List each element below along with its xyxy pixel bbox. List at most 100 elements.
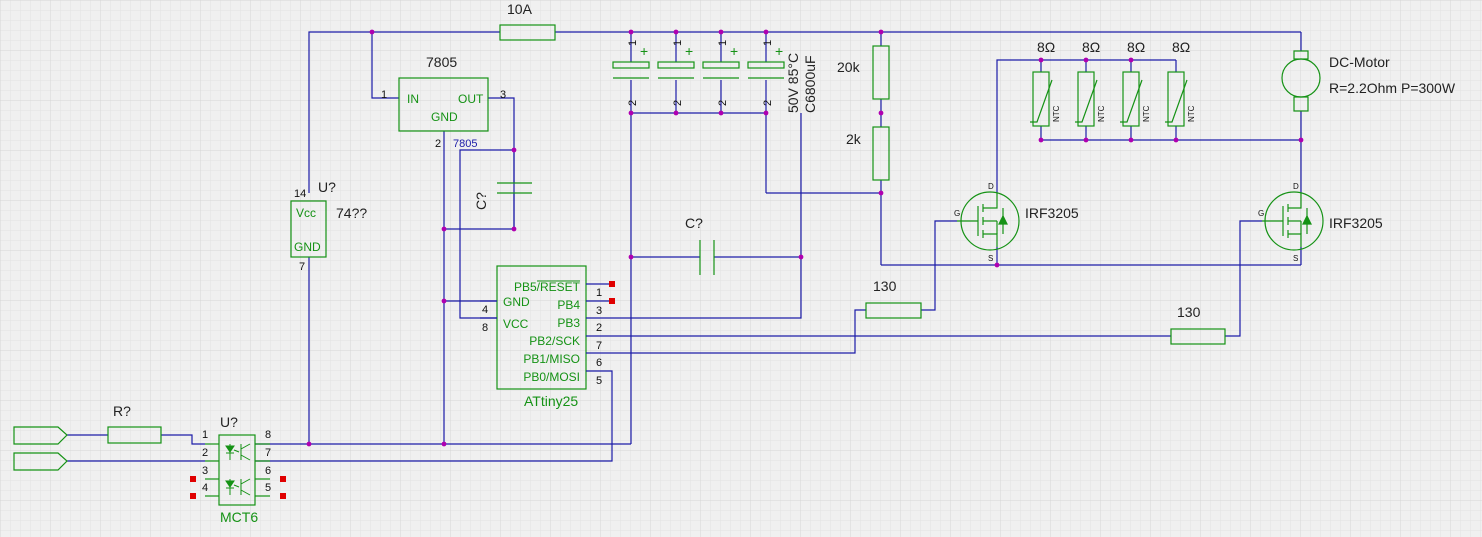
input-connector-1 <box>13 426 68 445</box>
svg-text:NTC: NTC <box>1187 105 1196 122</box>
motor-spec: R=2.2Ohm P=300W <box>1329 80 1456 96</box>
resistor-2k[interactable]: 2k <box>846 126 890 181</box>
fuse-10a[interactable]: 10A <box>499 1 556 41</box>
svg-text:1: 1 <box>717 40 729 46</box>
svg-text:5: 5 <box>265 482 271 494</box>
input-connectors[interactable] <box>13 426 68 471</box>
input-connector-2 <box>13 452 68 471</box>
plus-icon: + <box>640 43 648 59</box>
ntc-labels: 8Ω 8Ω 8Ω 8Ω NTC NTC NTC NTC <box>1037 39 1196 122</box>
mosfet-2[interactable] <box>1262 191 1324 251</box>
svg-text:2: 2 <box>717 100 729 106</box>
svg-text:2: 2 <box>672 100 684 106</box>
r130b-label: 130 <box>1177 304 1201 320</box>
svg-text:NTC: NTC <box>1142 105 1151 122</box>
svg-text:3: 3 <box>202 465 208 477</box>
resistor-130-a[interactable]: 130 <box>865 278 922 319</box>
mcu-pin-pb4: PB4 <box>557 298 580 312</box>
resistor-20k[interactable]: 20k <box>837 45 890 100</box>
mcu-pin-gnd-name: GND <box>503 295 530 309</box>
svg-text:2: 2 <box>202 447 208 459</box>
svg-text:1: 1 <box>762 40 774 46</box>
electrolytic-cap-4 <box>747 61 785 79</box>
ntc-4-value: 8Ω <box>1172 39 1190 55</box>
optocoupler-mct6[interactable]: 1 2 3 4 8 7 6 5 U? MCT6 <box>190 414 286 525</box>
r20k-label: 20k <box>837 59 861 75</box>
svg-text:G: G <box>1258 209 1264 218</box>
logic-name: 74?? <box>336 205 367 221</box>
mcu-pin-pb3: PB3 <box>557 316 580 330</box>
electrolytic-cap-1 <box>612 61 650 79</box>
ntc-3-value: 8Ω <box>1127 39 1145 55</box>
electrolytic-cap-3 <box>702 61 740 79</box>
dc-motor[interactable] <box>1281 50 1321 112</box>
svg-text:G: G <box>954 209 960 218</box>
svg-text:6: 6 <box>596 357 602 369</box>
svg-text:1: 1 <box>596 287 602 299</box>
logic-gnd-label: GND <box>294 240 321 254</box>
mosfet-2-label: IRF3205 <box>1329 215 1383 231</box>
svg-text:NTC: NTC <box>1052 105 1061 122</box>
plus-icon: + <box>685 43 693 59</box>
resistor-130-b[interactable]: 130 <box>1170 304 1226 345</box>
logic-vcc-label: Vcc <box>296 206 316 220</box>
svg-text:6: 6 <box>265 465 271 477</box>
capacitor-bank[interactable] <box>612 61 785 79</box>
ntc-1-value: 8Ω <box>1037 39 1055 55</box>
motor-name: DC-Motor <box>1329 54 1390 70</box>
ntc-2 <box>1075 71 1098 127</box>
mosfet-1-labels: G D S IRF3205 <box>954 182 1079 263</box>
svg-text:S: S <box>988 254 993 263</box>
mcu-pin-vcc-name: VCC <box>503 317 529 331</box>
svg-text:2: 2 <box>627 100 639 106</box>
ntc-3 <box>1120 71 1143 127</box>
mcu-pin-pb5: PB5/RESET <box>514 280 581 294</box>
mosfet-1-label: IRF3205 <box>1025 205 1079 221</box>
svg-text:4: 4 <box>202 482 208 494</box>
svg-text:7: 7 <box>265 447 271 459</box>
reg-gnd-label: GND <box>431 110 458 124</box>
ntc-1 <box>1030 71 1053 127</box>
ntc-2-value: 8Ω <box>1082 39 1100 55</box>
logic-pin14: 14 <box>294 188 306 200</box>
unconnected-marker <box>609 281 615 287</box>
logic-ic-74[interactable]: Vcc GND U? 74?? 14 7 <box>290 179 367 273</box>
svg-text:4: 4 <box>482 304 488 316</box>
cap-rating: 50V 85°C <box>785 53 801 113</box>
ntc-array[interactable] <box>1030 71 1188 127</box>
opto-ref: U? <box>220 414 238 430</box>
mcu-attiny25[interactable]: GND VCC 4 8 PB5/RESET PB4 PB3 PB2/SCK PB… <box>480 265 615 409</box>
plus-icon: + <box>730 43 738 59</box>
resistor-input[interactable]: R? <box>107 403 162 444</box>
capacitor-mid[interactable]: C? <box>685 215 715 275</box>
cap-mid-label: C? <box>685 215 703 231</box>
svg-text:8: 8 <box>482 322 488 334</box>
svg-text:2: 2 <box>596 322 602 334</box>
svg-text:S: S <box>1293 254 1298 263</box>
reg-pin3: 3 <box>500 89 506 101</box>
unconnected-markers <box>190 476 286 499</box>
unconnected-marker <box>609 298 615 304</box>
reg-in-label: IN <box>407 92 419 106</box>
junctions <box>306 29 1304 447</box>
r130a-label: 130 <box>873 278 897 294</box>
opto-name: MCT6 <box>220 509 258 525</box>
svg-text:8: 8 <box>265 429 271 441</box>
mosfet-2-labels: G D S IRF3205 <box>1258 182 1383 263</box>
mcu-pin-pb0: PB0/MOSI <box>523 370 580 384</box>
mcu-pin-pb1: PB1/MISO <box>523 352 580 366</box>
logic-pin7: 7 <box>299 261 305 273</box>
capacitor-regulator[interactable]: C? <box>473 182 532 210</box>
regulator-7805[interactable]: 7805 IN OUT GND 1 3 2 7805 <box>381 54 506 150</box>
capacitor-bank-labels: 1 1 1 1 + + + + 2 2 2 2 50V 85°C C6800uF <box>627 40 818 113</box>
fuse-label: 10A <box>507 1 533 17</box>
svg-text:2: 2 <box>762 100 774 106</box>
r2k-label: 2k <box>846 131 862 147</box>
regulator-title: 7805 <box>426 54 457 70</box>
mosfet-1[interactable] <box>957 191 1020 251</box>
svg-text:1: 1 <box>202 429 208 441</box>
mcu-name: ATtiny25 <box>524 393 578 409</box>
net-label-7805: 7805 <box>453 138 477 150</box>
